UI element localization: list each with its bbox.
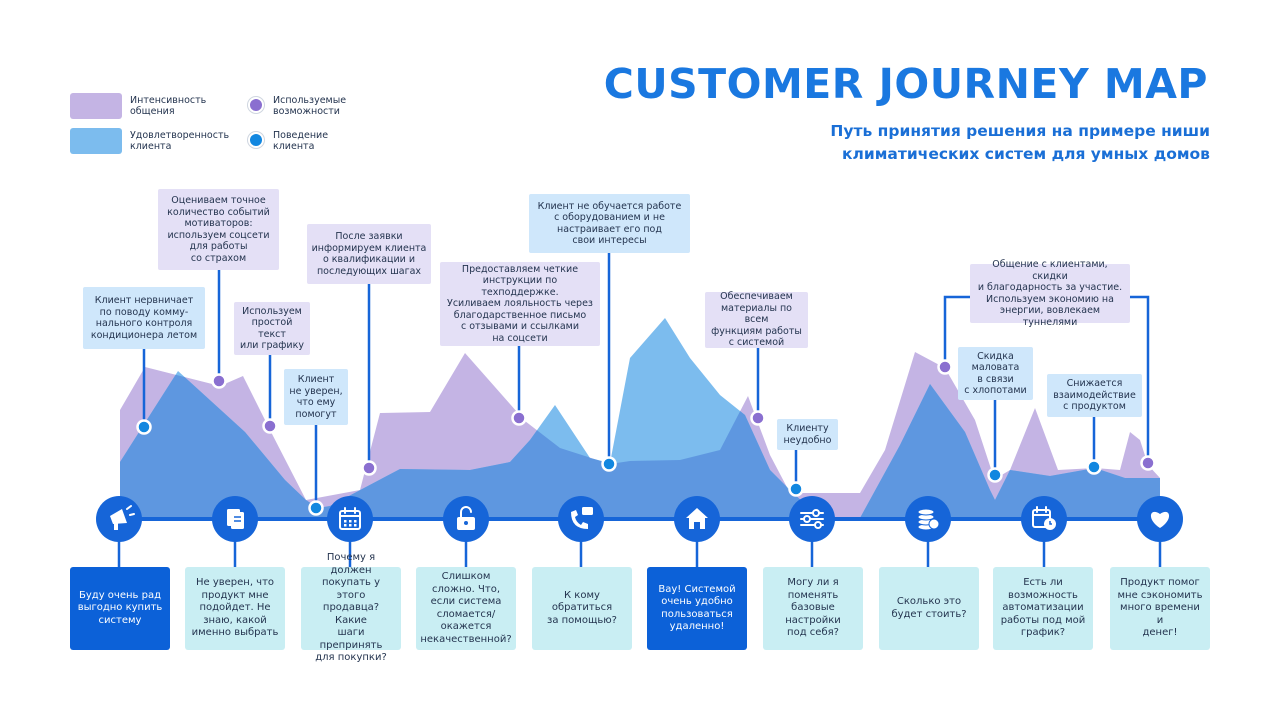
note-10: Общение с клиентами, скидки и благодарно…	[970, 259, 1130, 328]
connector-line	[1130, 295, 1150, 463]
timeline-marker	[308, 500, 324, 516]
stage-card-4: Слишком сложно. Что, если система сломае…	[416, 567, 516, 650]
lock-icon	[443, 496, 489, 542]
note-5: После заявки информируем клиента о квали…	[307, 224, 431, 284]
timeline-marker	[511, 410, 527, 426]
calendar-clock-icon	[1021, 496, 1067, 542]
stage-card-10: Продукт помог мне сэкономить много време…	[1110, 567, 1210, 650]
stage-card-8: Сколько это будет стоить?	[879, 567, 979, 650]
legend-swatch-satisfaction	[70, 128, 122, 154]
page-title: CUSTOMER JOURNEY MAP	[603, 60, 1208, 108]
legend-dot-behavior	[248, 132, 264, 148]
note-12: Снижается взаимодействие с продуктом	[1047, 374, 1142, 417]
legend-label-behavior: Поведение клиента	[273, 130, 329, 152]
note-connectors	[142, 253, 1150, 508]
timeline-marker	[788, 481, 804, 497]
stage-card-2: Не уверен, что продукт мне подойдет. Не …	[185, 567, 285, 650]
legend-dot-capabilities	[248, 97, 264, 113]
phone-chat-icon	[558, 496, 604, 542]
note-4: Клиент не уверен, что ему помогут	[284, 369, 348, 425]
note-9: Клиенту неудобно	[777, 419, 838, 450]
megaphone-icon	[96, 496, 142, 542]
stage-card-1: Буду очень рад выгодно купить систему	[70, 567, 170, 650]
timeline-markers	[136, 359, 1156, 516]
timeline-marker	[601, 456, 617, 472]
stage-card-5: К кому обратиться за помощью?	[532, 567, 632, 650]
note-1: Клиент нервничает по поводу комму- нальн…	[83, 287, 205, 349]
coins-icon	[905, 496, 951, 542]
calendar-icon	[327, 496, 373, 542]
timeline-marker	[136, 419, 152, 435]
legend-label-satisfaction: Удовлетворенность клиента	[130, 130, 230, 152]
legend-label-capabilities: Используемые возможности	[273, 95, 347, 117]
legend-swatch-intensity	[70, 93, 122, 119]
document-icon	[212, 496, 258, 542]
note-2: Оцениваем точное количество событий моти…	[158, 189, 279, 270]
page-subtitle: Путь принятия решения на примере ниши кл…	[830, 122, 1210, 163]
note-7: Клиент не обучается работе с оборудовани…	[529, 194, 690, 253]
connector-line	[943, 295, 970, 367]
note-6: Предоставляем четкие инструкции по техпо…	[440, 262, 600, 346]
home-icon	[674, 496, 720, 542]
stage-card-3: Почему я должен покупать у этого продавц…	[301, 552, 401, 663]
timeline-marker	[750, 410, 766, 426]
stage-connectors	[117, 519, 1162, 567]
timeline-marker	[262, 418, 278, 434]
note-3: Используем простой текст или графику	[234, 302, 310, 355]
timeline-marker	[1086, 459, 1102, 475]
timeline-marker	[987, 467, 1003, 483]
timeline-marker	[211, 373, 227, 389]
stage-card-7: Могу ли я поменять базовые настройки под…	[763, 567, 863, 650]
timeline-marker	[361, 460, 377, 476]
sliders-icon	[789, 496, 835, 542]
stage-icons	[96, 496, 1183, 542]
legend-label-intensity: Интенсивность общения	[130, 95, 207, 117]
note-11: Скидка маловата в связи с хлопотами	[958, 347, 1033, 400]
timeline-marker	[1140, 455, 1156, 471]
stage-card-6: Вау! Системой очень удобно пользоваться …	[647, 567, 747, 650]
heart-hand-icon	[1137, 496, 1183, 542]
stage-card-9: Есть ли возможность автоматизации работы…	[993, 567, 1093, 650]
note-8: Обеспечиваем материалы по всем функциям …	[705, 291, 808, 348]
timeline-marker	[937, 359, 953, 375]
